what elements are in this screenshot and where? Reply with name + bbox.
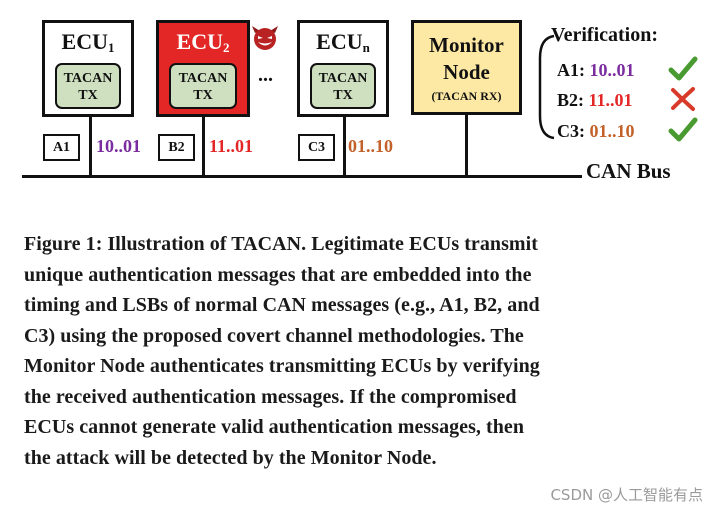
check-icon — [668, 117, 698, 142]
ecu2-bus-connector — [202, 117, 205, 177]
check-icon — [668, 56, 698, 81]
verification-row-b2: B2: 11..01 — [557, 90, 633, 110]
ecu-1-title: ECU1 — [61, 29, 115, 55]
monitor-node-subtitle: (TACAN RX) — [431, 89, 502, 103]
ecu-n-title: ECUn — [316, 29, 370, 55]
caption-line: timing and LSBs of normal CAN messages (… — [24, 294, 540, 316]
can-bus-label: CAN Bus — [586, 159, 671, 183]
ecun-bus-connector — [343, 117, 346, 177]
ecu-2-title: ECU2 — [176, 29, 230, 55]
message-id-c3: C3 — [298, 134, 335, 161]
ecu-ellipsis: ... — [258, 64, 273, 86]
cross-icon — [671, 87, 695, 111]
message-id-a1: A1 — [43, 134, 80, 161]
figure-caption: Figure 1: Illustration of TACAN. Legitim… — [24, 229, 694, 473]
ecu-n-box: ECUn TACAN TX — [297, 20, 389, 117]
message-id-b2: B2 — [158, 134, 195, 161]
verification-row-a1: A1: 10..01 — [557, 60, 635, 80]
ecu-2-tacan-tx: TACAN TX — [169, 63, 237, 109]
verification-title: Verification: — [551, 24, 659, 46]
monitor-node-title-line1: Monitor — [429, 33, 504, 57]
ecu-n-tacan-tx: TACAN TX — [310, 63, 376, 109]
can-bus-line — [22, 175, 582, 178]
ecu-2-box-compromised: ECU2 TACAN TX — [156, 20, 250, 117]
caption-line: unique authentication messages that are … — [24, 263, 532, 286]
monitor-bus-connector — [465, 115, 468, 177]
monitor-node-title-line2: Node — [443, 60, 490, 84]
devil-face-icon — [252, 26, 278, 50]
caption-line: Monitor Node authenticates transmitting … — [24, 355, 540, 377]
message-bits-a1: 10..01 — [96, 136, 141, 156]
caption-line: the received authentication messages. If… — [24, 385, 517, 408]
ecu-1-box: ECU1 TACAN TX — [42, 20, 134, 117]
caption-line: ECUs cannot generate valid authenticatio… — [24, 416, 525, 438]
watermark: CSDN @人工智能有点 — [550, 486, 703, 504]
caption-line: Figure 1: Illustration of TACAN. Legitim… — [24, 233, 538, 255]
verification-bracket — [538, 34, 555, 140]
ecu1-bus-connector — [89, 117, 92, 177]
message-bits-b2: 11..01 — [209, 136, 254, 156]
verification-row-c3: C3: 01..10 — [557, 121, 635, 141]
ecu-1-tacan-tx: TACAN TX — [55, 63, 121, 109]
tacan-diagram: CAN Bus ECU1 TACAN TX ECU2 TACAN TX ... … — [0, 0, 713, 205]
caption-line: C3) using the proposed covert channel me… — [24, 324, 524, 347]
message-bits-c3: 01..10 — [348, 136, 393, 156]
caption-line: the attack will be detected by the Monit… — [24, 446, 437, 469]
monitor-node-box: Monitor Node (TACAN RX) — [411, 20, 522, 115]
